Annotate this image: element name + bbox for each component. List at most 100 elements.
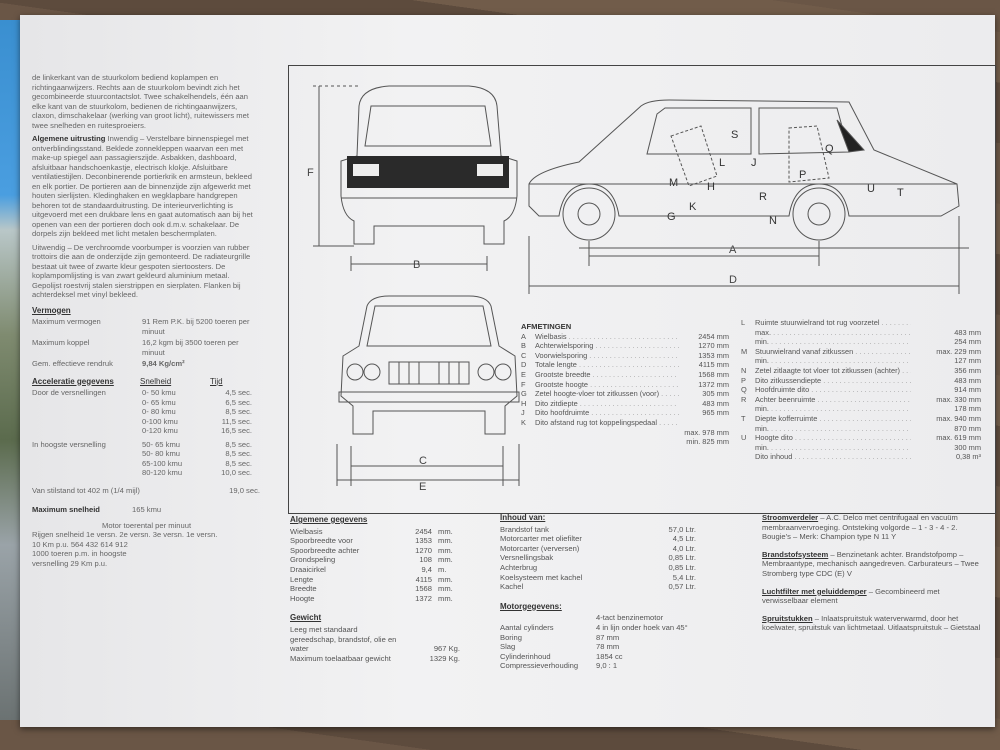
spec-label: Kachel [500,582,524,592]
side-label-t: T [897,187,904,199]
uitwendig-text: Uitwendig – De verchroomde voorbumper is… [32,242,251,300]
max-value: 165 kmu [132,505,162,514]
acc-speed: 0- 65 kmu [142,397,176,407]
afmeting-name: min. [755,356,911,366]
spec-label: Cylinderinhoud [500,651,551,661]
acc-speed: 50- 65 kmu [142,439,180,449]
side-label-r: R [759,191,767,203]
vermogen-value: 9,84 Kg/cm² [142,359,185,368]
acc-speed: 0-100 kmu [142,416,178,426]
spec-label: Breedte [290,584,317,594]
afmeting-key: U [741,433,747,443]
staand-label: Van stilstand tot 402 m (1/4 mijl) [32,485,140,495]
afmeting-row: min.178 mm [741,404,981,414]
spec-value: 0,85 Ltr. [668,553,696,563]
toer-head: Motor toerental per minuut [102,520,192,530]
spec-label: Motorcarter met oliefilter [500,534,582,544]
afmeting-value: 1372 mm [698,379,729,389]
afmeting-value: 965 mm [702,408,729,418]
spec-row: Slag 78 mm [500,642,696,652]
spec-label: Spoorbreedte achter [290,545,360,555]
acc-group-label: In hoogste versnelling [32,439,106,449]
afmeting-value: 483 mm [954,375,981,385]
afmeting-key [741,424,755,434]
spruit-title: Spruitstukken [762,613,813,623]
afmeting-name: Hoofdruimte dito [755,385,911,395]
afmeting-key: Q [741,385,747,395]
technische-gegevens-rechts: Stroomverdeler – A.C. Delco met centrifu… [762,513,981,633]
spec-label: Brandstof tank [500,524,549,534]
acc-col-time: Tijd [210,376,223,386]
afmeting-key: E [521,369,526,379]
afmeting-name: Dito afstand rug tot koppelingspedaal [535,418,679,428]
afmeting-value: 2454 mm [698,331,729,341]
afmeting-key: R [741,394,747,404]
spec-value: 1568 [415,584,432,594]
side-label-m: M [669,177,678,189]
spec-value: 78 mm [596,642,620,652]
dim-label-b: B [413,259,420,271]
spec-label [500,613,596,623]
spec-label: Slag [500,642,516,652]
side-label-q: Q [825,143,834,155]
acc-spacer [32,478,260,482]
lucht-title: Luchtfilter met geluiddemper [762,586,867,596]
spec-value: 108 [419,555,432,565]
dim-label-f: F [307,167,314,179]
afmeting-name: Dito zitdiepte [535,399,679,409]
acc-time: 8,5 sec. [225,407,252,416]
afmeting-name: min. [755,337,911,347]
stroom-text: A.C. Delco met centrifugaal en vacuüm me… [762,513,958,542]
afmeting-key [741,443,755,453]
spec-value: 967 Kg. [433,644,460,654]
k-min: min. 825 mm [686,437,729,447]
spec-label: Grondspeling [290,555,336,565]
dim-label-a: A [729,244,737,256]
staand-row: Van stilstand tot 402 m (1/4 mijl) 19,0 … [32,486,260,496]
toer-row-2: 10 Km p.u. 564 432 614 912 [32,539,128,549]
toer-row-3: 1000 toeren p.m. in hoogste [32,549,127,558]
spec-unit: mm. [438,584,453,594]
spec-label: Aantal cylinders [500,622,554,632]
spec-row: Breedte 1568 mm. [290,584,460,594]
spec-label: Achterbrug [500,562,538,572]
spec-value: 9,0 : 1 [596,661,618,671]
afmeting-value: 356 mm [954,365,981,375]
spec-value: 4 in lijn onder hoek van 45° [596,622,688,632]
side-label-p: P [799,169,806,181]
spec-label: Koelsysteem met kachel [500,572,583,582]
spec-row: Motorcarter (verversen)4,0 Ltr. [500,544,696,554]
toer-row-1: Rijgen snelheid 1e versn. 2e versn. 3e v… [32,530,218,539]
acceleratie-title: Acceleratie gegevens [32,376,114,386]
motor-title: Motorgegevens: [500,601,562,611]
spec-label: Versnellingsbak [500,553,554,563]
acc-group-label [32,417,142,427]
side-view-car [528,99,960,241]
intro-text: de linkerkant van de stuurkolom bediend … [32,73,249,130]
uitrusting-text: Inwendig – Verstelbare binnenspiegel met… [32,134,253,238]
afmeting-value: max. 619 mm [936,433,981,443]
afmeting-row: CVoorwielsporing1353 mm [521,351,729,361]
